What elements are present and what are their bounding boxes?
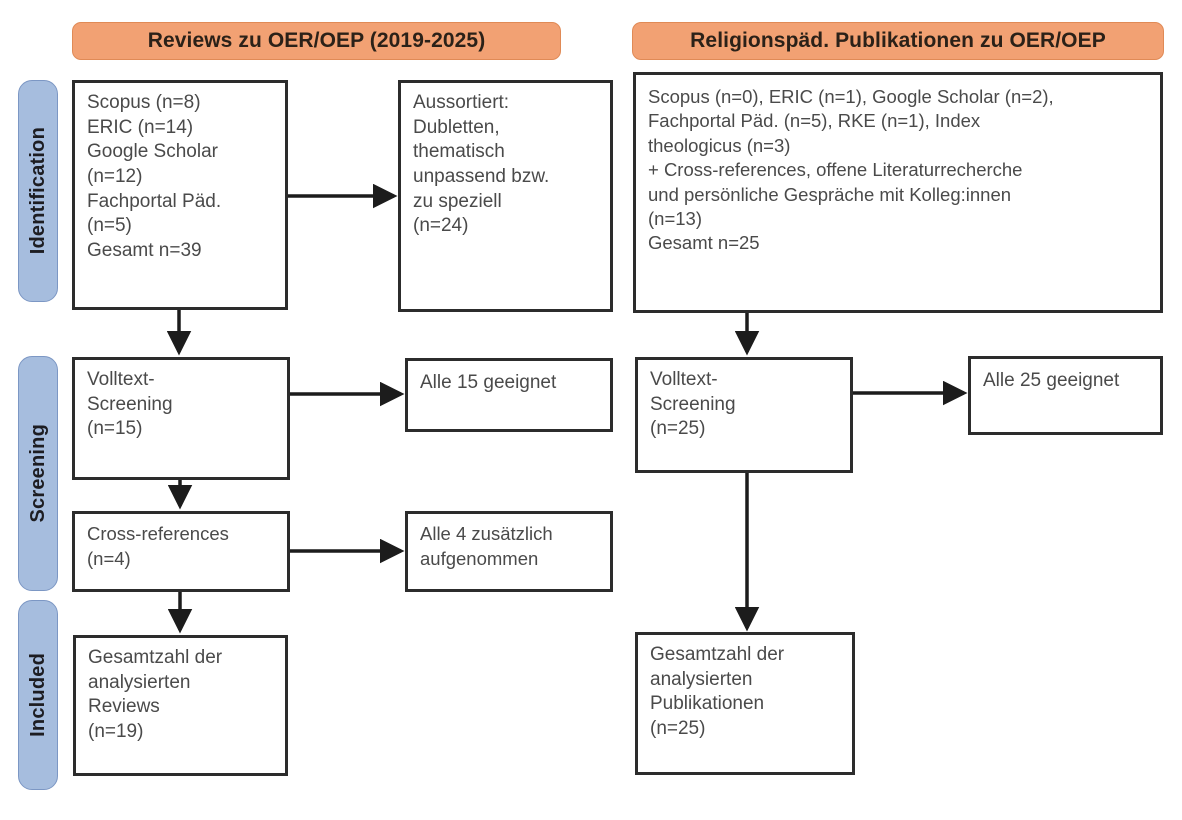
box-left-identification-sources: Scopus (n=8) ERIC (n=14) Google Scholar … (72, 80, 288, 310)
phase-label-screening: Screening (18, 356, 58, 591)
phase-label-included-text: Included (26, 653, 49, 737)
column-header-right: Religionspäd. Publikationen zu OER/OEP (632, 22, 1164, 60)
box-left-fulltext-screening: Volltext- Screening (n=15) (72, 357, 290, 480)
column-header-left: Reviews zu OER/OEP (2019-2025) (72, 22, 561, 60)
box-right-fulltext-result: Alle 25 geeignet (968, 356, 1163, 435)
box-left-cross-references: Cross-references (n=4) (72, 511, 290, 592)
box-right-identification-sources: Scopus (n=0), ERIC (n=1), Google Scholar… (633, 72, 1163, 313)
phase-label-screening-text: Screening (26, 424, 49, 523)
box-left-cross-references-result: Alle 4 zusätzlich aufgenommen (405, 511, 613, 592)
box-left-included-total: Gesamtzahl der analysierten Reviews (n=1… (73, 635, 288, 776)
box-left-fulltext-result: Alle 15 geeignet (405, 358, 613, 432)
phase-label-identification-text: Identification (26, 127, 49, 255)
phase-label-identification: Identification (18, 80, 58, 302)
phase-label-included: Included (18, 600, 58, 790)
box-right-fulltext-screening: Volltext- Screening (n=25) (635, 357, 853, 473)
box-right-included-total: Gesamtzahl der analysierten Publikatione… (635, 632, 855, 775)
box-left-excluded: Aussortiert: Dubletten, thematisch unpas… (398, 80, 613, 312)
